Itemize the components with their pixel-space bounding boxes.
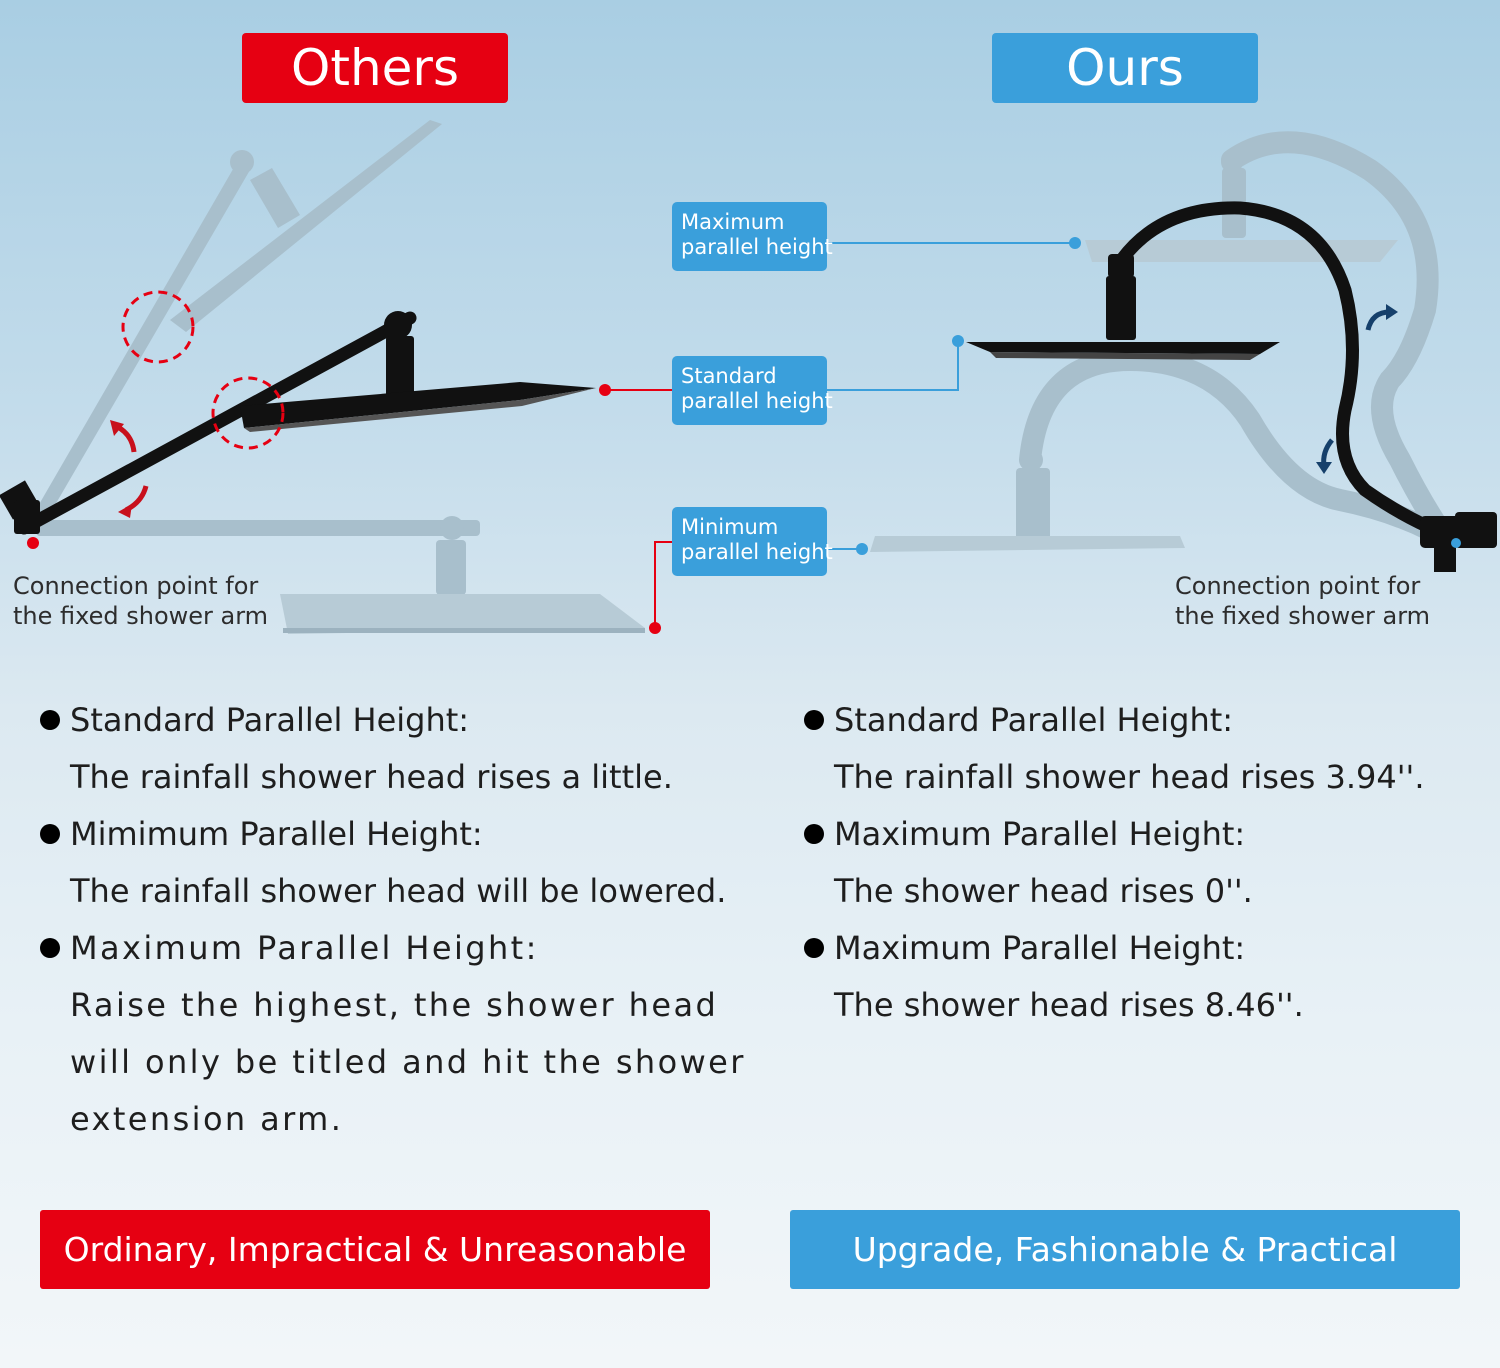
minimum-callout-line1: Minimum	[681, 515, 779, 539]
standard-callout-line2: parallel height	[681, 389, 833, 413]
shower-arm-comparison-illustration	[0, 120, 1497, 634]
feature-heading: Maximum Parallel Height:	[834, 929, 1246, 967]
feature-description: will only be titled and hit the shower	[70, 1043, 746, 1081]
others-connection-label-line2: the fixed shower arm	[13, 602, 269, 630]
list-item: Standard Parallel Height: The rainfall s…	[40, 692, 790, 806]
others-ghost-lowered-shower	[36, 516, 645, 634]
list-item: Mimimum Parallel Height: The rainfall sh…	[40, 806, 790, 920]
list-item: Standard Parallel Height: The rainfall s…	[804, 692, 1494, 806]
ours-ghost-maximum-shower	[1085, 131, 1451, 541]
feature-description: Raise the highest, the shower head	[70, 986, 719, 1024]
feature-description: The shower head rises 0''.	[834, 872, 1253, 910]
ours-connection-label: Connection point for the fixed shower ar…	[1175, 571, 1430, 631]
maximum-callout-line1: Maximum	[681, 210, 785, 234]
others-joint-circle-upper	[121, 290, 195, 364]
list-item: Maximum Parallel Height: Raise the highe…	[40, 920, 790, 1148]
feature-heading: Mimimum Parallel Height:	[70, 815, 483, 853]
bullet-icon	[804, 938, 824, 958]
minimum-leader-line-red	[654, 541, 672, 628]
bullet-icon	[40, 824, 60, 844]
ours-connection-label-line2: the fixed shower arm	[1175, 602, 1431, 630]
maximum-height-callout: Maximum parallel height	[672, 202, 833, 271]
ours-summary-banner: Upgrade, Fashionable & Practical	[790, 1210, 1460, 1289]
others-black-shower-arm	[0, 311, 596, 535]
feature-description: The rainfall shower head rises 3.94''.	[834, 758, 1425, 796]
others-connection-point-dot	[27, 537, 39, 549]
others-joint-circle-lower	[211, 376, 285, 450]
list-item: Maximum Parallel Height: The shower head…	[804, 806, 1494, 920]
feature-description: The rainfall shower head rises a little.	[70, 758, 673, 796]
feature-heading: Standard Parallel Height:	[70, 701, 470, 739]
ours-title-badge: Ours	[992, 33, 1258, 103]
feature-heading: Maximum Parallel Height:	[834, 815, 1246, 853]
feature-heading: Standard Parallel Height:	[834, 701, 1234, 739]
others-connection-label: Connection point for the fixed shower ar…	[13, 571, 268, 631]
feature-description: The rainfall shower head will be lowered…	[70, 872, 727, 910]
bullet-icon	[40, 710, 60, 730]
others-ghost-raised-shower	[30, 120, 442, 524]
list-item: Maximum Parallel Height: The shower head…	[804, 920, 1494, 1034]
feature-heading: Maximum Parallel Height:	[70, 929, 539, 967]
minimum-height-callout: Minimum parallel height	[672, 507, 833, 576]
others-feature-list: Standard Parallel Height: The rainfall s…	[40, 692, 790, 1148]
standard-leader-line-blue	[827, 341, 959, 391]
feature-description: The shower head rises 8.46''.	[834, 986, 1304, 1024]
standard-callout-line1: Standard	[681, 364, 777, 388]
bullet-icon	[804, 710, 824, 730]
ours-connection-label-line1: Connection point for	[1175, 572, 1421, 600]
ours-ghost-minimum-shower	[870, 348, 1441, 552]
standard-height-callout: Standard parallel height	[672, 356, 833, 425]
bullet-icon	[804, 824, 824, 844]
others-summary-banner: Ordinary, Impractical & Unreasonable	[40, 1210, 710, 1289]
bullet-icon	[40, 938, 60, 958]
minimum-callout-line2: parallel height	[681, 540, 833, 564]
others-connection-label-line1: Connection point for	[13, 572, 259, 600]
ours-feature-list: Standard Parallel Height: The rainfall s…	[804, 692, 1494, 1034]
others-title-badge: Others	[242, 33, 508, 103]
feature-description: extension arm.	[70, 1100, 344, 1138]
ours-black-shower-arm	[966, 201, 1497, 572]
maximum-callout-line2: parallel height	[681, 235, 833, 259]
